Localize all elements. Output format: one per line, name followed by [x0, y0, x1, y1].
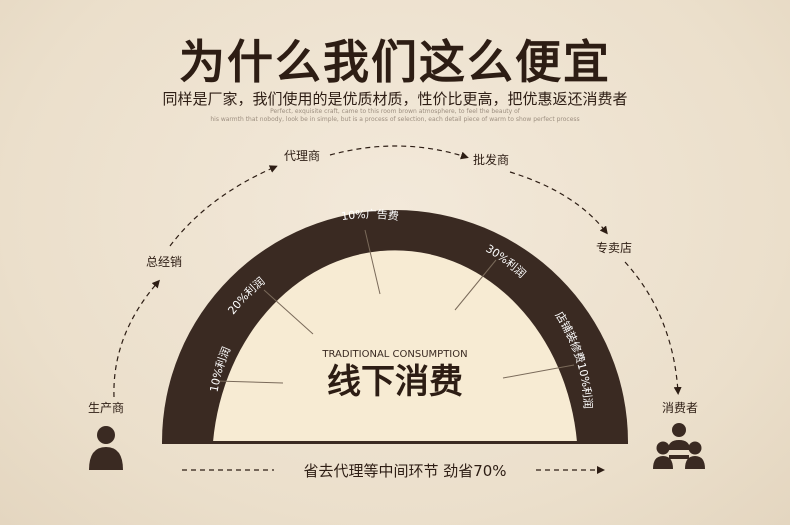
distributor-label: 总经销 [146, 255, 182, 269]
page-title: 为什么我们这么便宜 [179, 35, 611, 89]
arch-base-line [162, 441, 628, 444]
flow-arrow-agent-wholesaler [329, 145, 469, 160]
divider-line [364, 229, 381, 295]
english-tagline: Perfect, exquisite craft, came to this r… [0, 108, 790, 124]
divider-line [502, 364, 575, 379]
flow-arrow-distributor-agent [169, 165, 278, 247]
tagline-line-2: his warmth that nobody, look be in simpl… [210, 116, 580, 123]
person-icon [89, 426, 123, 470]
consumer-label: 消费者 [662, 401, 698, 415]
agent-label: 代理商 [284, 148, 320, 163]
producer-label: 生产商 [88, 400, 124, 415]
savings-text: 省去代理等中间环节 劲省70% [303, 462, 506, 480]
divider-line [454, 259, 497, 311]
arch-subtitle-en: TRADITIONAL CONSUMPTION [321, 349, 467, 360]
tagline-line-1: Perfect, exquisite craft, came to this r… [270, 108, 520, 115]
page-subtitle: 同样是厂家，我们使用的是优质材质，性价比更高，把优惠返还消费者 [162, 90, 628, 108]
wholesaler-label: 批发商 [473, 152, 509, 167]
flow-arrow-store-consumer [624, 261, 682, 395]
flow-arrow-producer-distributor [113, 279, 160, 398]
divider-line [263, 289, 314, 335]
divider-line [215, 380, 284, 384]
arch-segment-label: 10%广告费 [340, 208, 399, 223]
store-label: 专卖店 [596, 240, 632, 255]
group-icon [653, 423, 705, 469]
flow-arrow-wholesaler-store [509, 171, 608, 235]
arch-center-title: 线下消费 [327, 362, 463, 402]
arch-inner-area [213, 250, 577, 442]
